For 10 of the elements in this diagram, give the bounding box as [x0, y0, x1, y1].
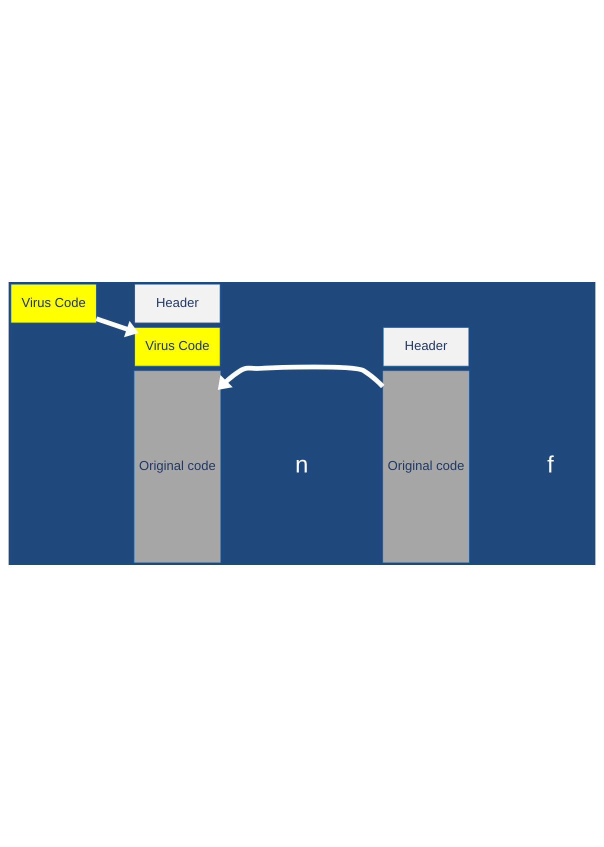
node-box: Original code: [382, 370, 470, 563]
node-box: Header: [383, 327, 469, 366]
node-box: Header: [134, 284, 220, 324]
label: n: [295, 452, 308, 479]
node-box: Virus Code: [134, 327, 220, 366]
node-box: Virus Code: [10, 284, 97, 324]
node-box: Original code: [134, 370, 221, 563]
arrow: [218, 364, 384, 390]
label: f: [547, 452, 554, 479]
arrow: [96, 316, 139, 338]
